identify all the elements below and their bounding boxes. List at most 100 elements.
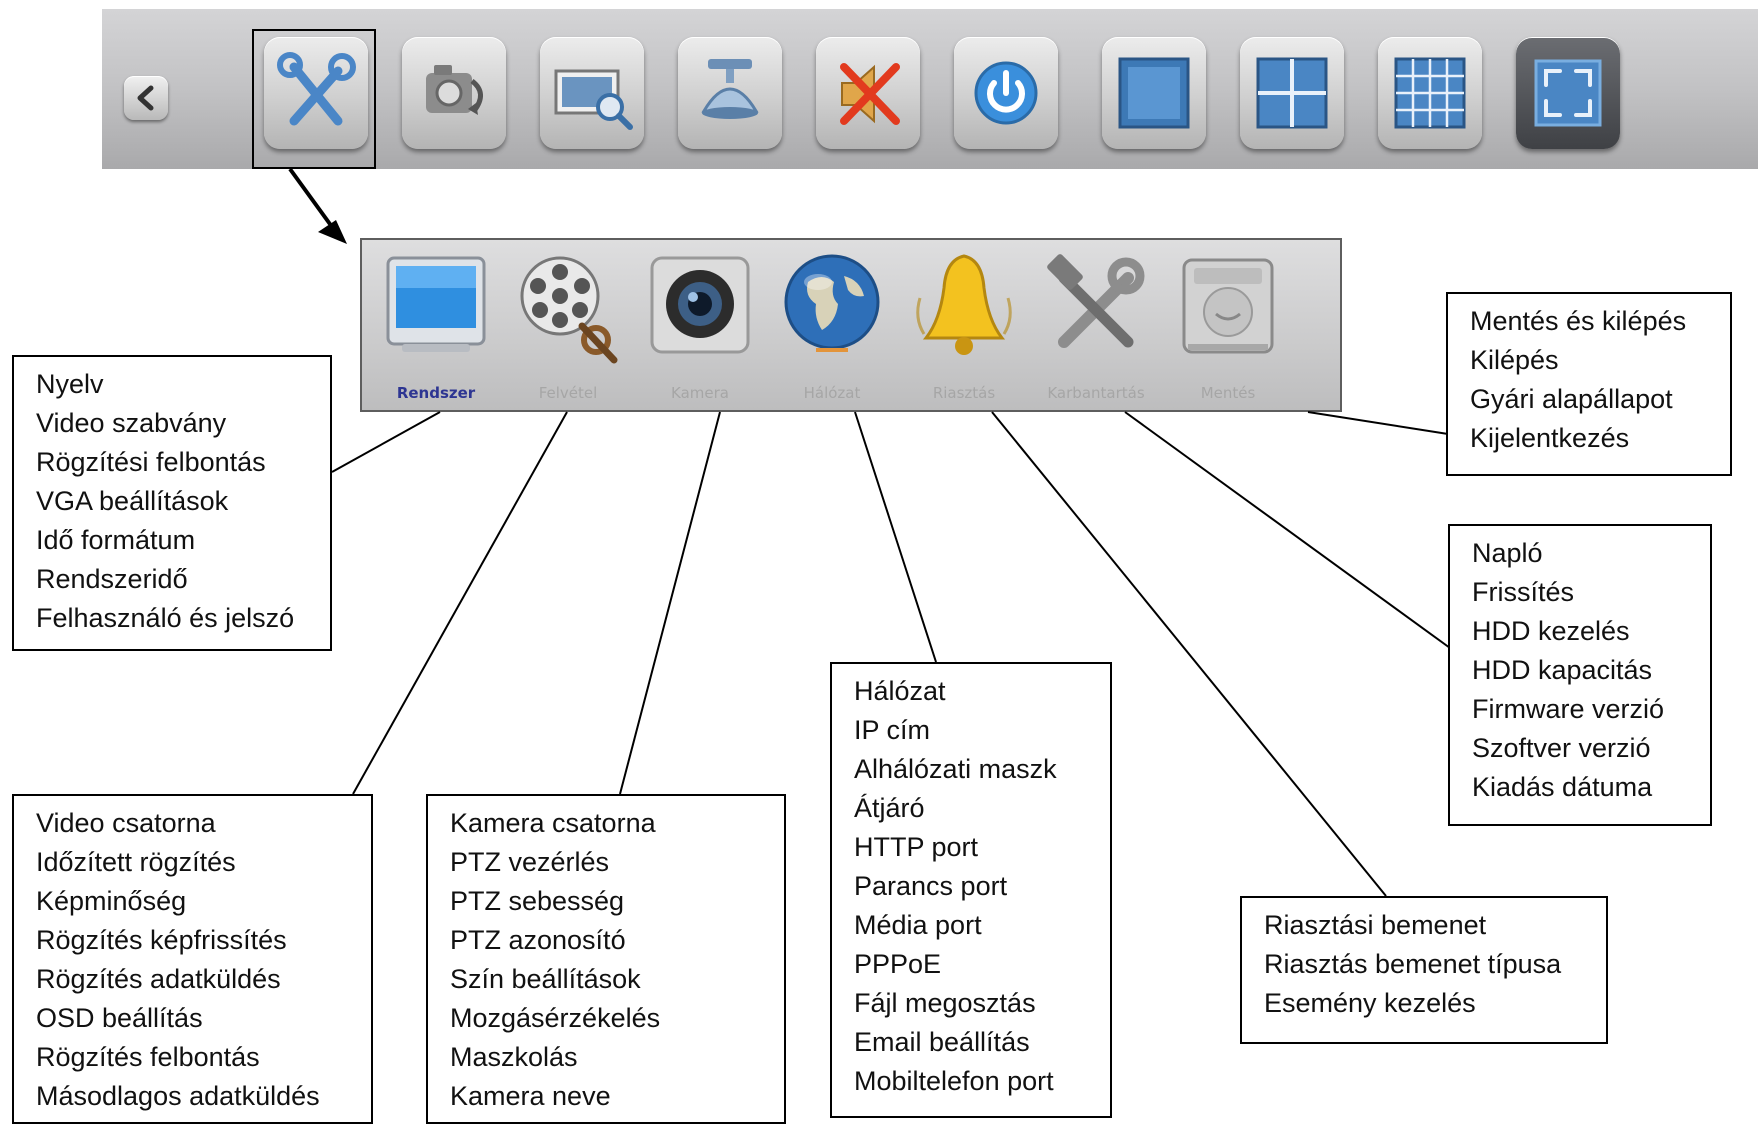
- wrench-hammer-icon: [1047, 254, 1145, 348]
- toolbar-camera-rotate-button[interactable]: [402, 37, 506, 149]
- menu-item-rendszer[interactable]: Rendszer: [372, 252, 500, 402]
- connector-felvetel: [352, 411, 568, 795]
- callout-item: Média port: [854, 910, 982, 940]
- callout-item: Átjáró: [854, 793, 925, 823]
- callout-item: Mobiltelefon port: [854, 1066, 1054, 1096]
- camera-lens-icon: [650, 256, 750, 354]
- menu-item-felvetel[interactable]: Felvétel: [504, 252, 632, 402]
- menu-label: Kamera: [671, 384, 729, 402]
- camera-rotate-icon: [426, 65, 483, 115]
- callout-item: Napló: [1472, 538, 1543, 568]
- menu-item-halozat[interactable]: Hálózat: [768, 252, 896, 402]
- chevron-left-icon: [137, 85, 154, 111]
- callout-item: Kamera neve: [450, 1081, 611, 1111]
- callout-item: Rögzítés adatküldés: [36, 964, 281, 994]
- menu-label: Hálózat: [803, 384, 861, 402]
- bell-icon: [916, 254, 1012, 355]
- video-search-icon: [554, 69, 633, 130]
- callout-item: PTZ azonosító: [450, 925, 626, 955]
- callout-kamera: Kamera csatorna PTZ vezérlés PTZ sebessé…: [426, 794, 786, 1124]
- menu-item-karbantartas[interactable]: Karbantartás: [1032, 252, 1160, 402]
- callout-item: Kilépés: [1470, 345, 1559, 375]
- callout-item: Kijelentkezés: [1470, 423, 1630, 453]
- highlight-arrow-line: [288, 167, 337, 233]
- menu-item-riasztas[interactable]: Riasztás: [900, 252, 1028, 402]
- menu-label: Felvétel: [538, 384, 598, 402]
- callout-item: Video szabvány: [36, 408, 227, 438]
- connector-mentes: [1307, 411, 1449, 435]
- toolbar-power-button[interactable]: [954, 37, 1058, 149]
- connector-rendszer: [331, 411, 441, 473]
- callout-item: Szoftver verzió: [1472, 733, 1651, 763]
- top-toolbar: [102, 9, 1758, 169]
- back-button[interactable]: [124, 76, 168, 120]
- callout-item: Szín beállítások: [450, 964, 641, 994]
- callout-item: Mentés és kilépés: [1470, 306, 1687, 336]
- layout-quad-icon: [1256, 57, 1328, 129]
- toolbar-layout-grid-button[interactable]: [1378, 37, 1482, 149]
- settings-menu: Rendszer Felvétel Kamera: [360, 238, 1342, 412]
- callout-item: IP cím: [854, 715, 931, 745]
- toolbar-ptz-button[interactable]: [678, 37, 782, 149]
- globe-icon: [784, 254, 880, 352]
- menu-label: Riasztás: [932, 384, 996, 402]
- callout-item: Riasztás bemenet típusa: [1264, 949, 1562, 979]
- callout-rendszer: Nyelv Video szabvány Rögzítési felbontás…: [12, 355, 332, 651]
- power-icon: [974, 61, 1038, 125]
- menu-item-kamera[interactable]: Kamera: [636, 252, 764, 402]
- callout-item: Riasztási bemenet: [1264, 910, 1487, 940]
- layout-single-icon: [1118, 57, 1190, 129]
- callout-item: Hálózat: [854, 676, 946, 706]
- hard-drive-icon: [1182, 258, 1274, 354]
- callout-felvetel: Video csatorna Időzített rögzítés Képmin…: [12, 794, 373, 1124]
- connector-riasztas: [991, 411, 1387, 897]
- callout-item: Mozgásérzékelés: [450, 1003, 661, 1033]
- callout-item: Kiadás dátuma: [1472, 772, 1653, 802]
- callout-item: Felhasználó és jelszó: [36, 603, 295, 633]
- layout-grid-icon: [1394, 57, 1466, 129]
- toolbar-layout-quad-button[interactable]: [1240, 37, 1344, 149]
- menu-label: Karbantartás: [1047, 384, 1145, 402]
- callout-item: Képminőség: [36, 886, 187, 916]
- monitor-icon: [386, 256, 486, 352]
- callout-item: Fájl megosztás: [854, 988, 1036, 1018]
- callout-item: Frissítés: [1472, 577, 1575, 607]
- selected-button-highlight: [252, 29, 376, 169]
- callout-item: Parancs port: [854, 871, 1008, 901]
- toolbar-mute-button[interactable]: [816, 37, 920, 149]
- callout-item: Kamera csatorna: [450, 808, 656, 838]
- callout-item: Firmware verzió: [1472, 694, 1665, 724]
- callout-item: PTZ vezérlés: [450, 847, 610, 877]
- callout-mentes: Mentés és kilépés Kilépés Gyári alapálla…: [1446, 292, 1732, 476]
- toolbar-video-search-button[interactable]: [540, 37, 644, 149]
- callout-item: OSD beállítás: [36, 1003, 203, 1033]
- callout-item: HDD kezelés: [1472, 616, 1630, 646]
- ptz-camera-icon: [701, 59, 759, 119]
- toolbar-settings-button[interactable]: [264, 37, 368, 149]
- fullscreen-icon: [1534, 59, 1602, 127]
- callout-item: Időzített rögzítés: [36, 847, 236, 877]
- callout-karbantartas: Napló Frissítés HDD kezelés HDD kapacitá…: [1448, 524, 1712, 826]
- callout-item: Rögzítési felbontás: [36, 447, 266, 477]
- callout-item: VGA beállítások: [36, 486, 229, 516]
- callout-item: Rögzítés felbontás: [36, 1042, 260, 1072]
- arrow-head: [318, 220, 347, 244]
- callout-item: Idő formátum: [36, 525, 196, 555]
- film-reel-search-icon: [520, 256, 618, 364]
- menu-label: Rendszer: [396, 384, 476, 402]
- callout-item: Rendszeridő: [36, 564, 188, 594]
- callout-item: Gyári alapállapot: [1470, 384, 1673, 414]
- callout-item: HDD kapacitás: [1472, 655, 1653, 685]
- connector-halozat: [854, 411, 937, 663]
- callout-item: Esemény kezelés: [1264, 988, 1476, 1018]
- connector-karbantartas: [1124, 411, 1451, 649]
- callout-item: Nyelv: [36, 369, 104, 399]
- menu-item-mentes[interactable]: Mentés: [1164, 252, 1292, 402]
- toolbar-layout-single-button[interactable]: [1102, 37, 1206, 149]
- callout-item: Rögzítés képfrissítés: [36, 925, 287, 955]
- callout-item: Video csatorna: [36, 808, 216, 838]
- callout-item: Alhálózati maszk: [854, 754, 1057, 784]
- callout-item: Email beállítás: [854, 1027, 1030, 1057]
- toolbar-fullscreen-button[interactable]: [1516, 37, 1620, 149]
